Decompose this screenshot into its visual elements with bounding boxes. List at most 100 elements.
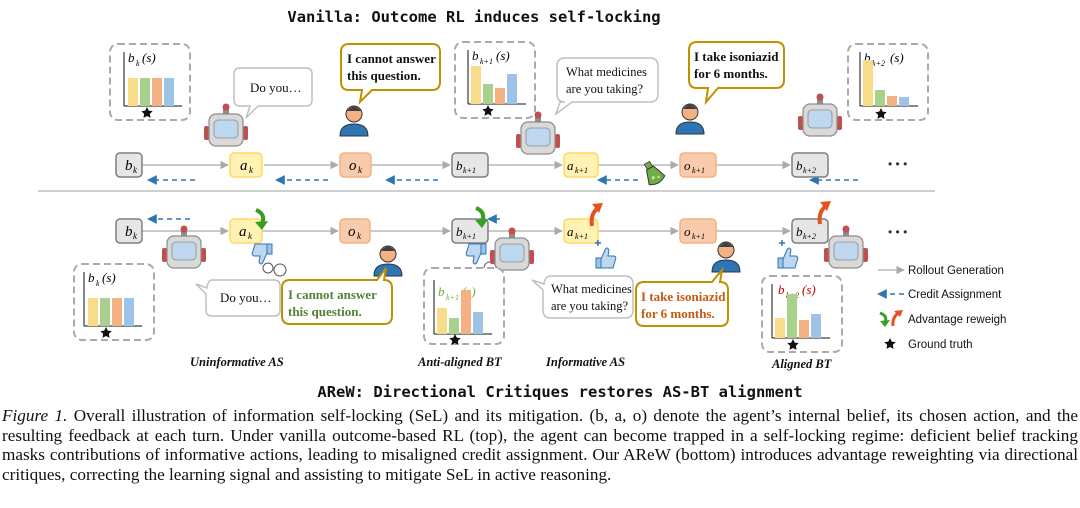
top-node-bk2: b k+2 xyxy=(791,152,829,178)
figure-caption: Figure 1. Overall illustration of inform… xyxy=(2,406,1078,484)
robot-icon-bottom-2 xyxy=(489,226,535,271)
svg-text:k+1: k+1 xyxy=(480,57,493,66)
svg-text:Advantage reweigh: Advantage reweigh xyxy=(908,314,1006,326)
svg-text:for 6 months.: for 6 months. xyxy=(641,306,715,321)
svg-text:(s): (s) xyxy=(102,270,116,285)
bottom-belief-bk1: b k+1 (s) xyxy=(423,267,505,345)
title-top: Vanilla: Outcome RL induces self-locking xyxy=(287,8,660,26)
svg-text:Ground truth: Ground truth xyxy=(908,339,973,351)
adv-up-arrow-ak1 xyxy=(589,203,603,227)
svg-text:k: k xyxy=(133,165,138,175)
svg-text:b: b xyxy=(125,224,133,240)
svg-text:I cannot answer: I cannot answer xyxy=(288,287,377,302)
thumbs-down-icon-1 xyxy=(251,243,273,265)
svg-text:b: b xyxy=(456,224,463,239)
svg-text:k: k xyxy=(358,165,363,175)
legend-credit: Credit Assignment xyxy=(877,289,1002,301)
bottom-node-ak: a k xyxy=(229,218,263,244)
legend-rollout: Rollout Generation xyxy=(878,265,1004,277)
thumbs-up-icon-1 xyxy=(595,247,617,269)
bottom-bubble-do-you: Do you… xyxy=(195,279,281,317)
label-aligned-bt: Aligned BT xyxy=(771,357,833,371)
svg-text:(s): (s) xyxy=(890,50,904,65)
robot-icon-bottom-1 xyxy=(161,224,207,269)
bottom-node-ok1: o k+1 xyxy=(679,218,717,244)
svg-text:What medicines: What medicines xyxy=(566,65,647,79)
label-informative-as: Informative AS xyxy=(545,355,625,369)
bottom-ellipsis: • • • xyxy=(888,225,907,239)
user-icon-bottom-2 xyxy=(711,241,741,273)
bottom-bubble-cannot: I cannot answer this question. xyxy=(281,267,393,325)
svg-text:k+1: k+1 xyxy=(692,166,705,175)
top-bubble-cannot: I cannot answer this question. xyxy=(340,43,441,105)
svg-text:b: b xyxy=(456,158,463,173)
label-anti-aligned-bt: Anti-aligned BT xyxy=(417,355,503,369)
top-belief-bk2: b k+2 (s) xyxy=(847,43,929,121)
robot-icon-top-3 xyxy=(797,92,843,137)
svg-text:are you taking?: are you taking? xyxy=(566,82,644,96)
svg-text:(s): (s) xyxy=(802,282,816,297)
svg-text:b: b xyxy=(778,282,785,297)
svg-text:a: a xyxy=(567,158,574,173)
svg-text:a: a xyxy=(240,158,248,174)
svg-text:k+1: k+1 xyxy=(446,293,459,302)
user-icon-bottom-1 xyxy=(373,245,403,277)
caption-figure-label: Figure 1. xyxy=(2,406,68,425)
sad-face-icon-1 xyxy=(262,262,287,277)
top-node-bk1: b k+1 xyxy=(451,152,489,178)
robot-icon-bottom-3 xyxy=(823,224,869,269)
legend-advantage: Advantage reweigh xyxy=(879,310,1006,327)
svg-text:k: k xyxy=(248,231,253,241)
svg-text:k: k xyxy=(357,231,362,241)
svg-text:Do you…: Do you… xyxy=(250,80,302,95)
svg-text:o: o xyxy=(348,224,356,240)
svg-text:this question.: this question. xyxy=(288,304,362,319)
svg-text:What medicines: What medicines xyxy=(551,282,632,296)
top-node-ak: a k xyxy=(229,152,263,178)
top-bubble-isoniazid: I take isoniazid for 6 months. xyxy=(688,41,785,106)
svg-text:are you taking?: are you taking? xyxy=(551,299,629,313)
top-node-bk: b k xyxy=(115,152,143,178)
sparkle-icon-1 xyxy=(595,240,601,246)
svg-text:b: b xyxy=(796,224,803,239)
sparkle-icon-2 xyxy=(779,240,785,246)
svg-text:a: a xyxy=(239,224,247,240)
svg-text:o: o xyxy=(349,158,357,174)
top-belief-bk: b k (s) xyxy=(109,43,191,121)
bottom-node-ak1: a k+1 xyxy=(563,218,599,244)
thumbs-down-icon-2 xyxy=(465,243,487,265)
svg-text:o: o xyxy=(684,158,691,173)
thumbs-up-icon-2 xyxy=(777,247,799,269)
svg-text:this question.: this question. xyxy=(347,68,421,83)
bottom-bubble-isoniazid: I take isoniazid for 6 months. xyxy=(635,266,729,327)
robot-icon-top-1 xyxy=(203,102,249,147)
potion-icon xyxy=(643,160,666,186)
svg-text:k+1: k+1 xyxy=(463,232,476,241)
svg-text:b: b xyxy=(438,284,445,299)
user-icon-top-2 xyxy=(675,103,705,135)
svg-text:k+2: k+2 xyxy=(872,59,885,68)
svg-text:k+2: k+2 xyxy=(803,166,816,175)
svg-text:b: b xyxy=(88,270,95,285)
svg-text:k+2: k+2 xyxy=(803,232,816,241)
svg-text:k+1: k+1 xyxy=(463,166,476,175)
top-bubble-do-you: Do you… xyxy=(233,67,313,119)
top-ellipsis: • • • xyxy=(888,157,907,171)
svg-text:Do you…: Do you… xyxy=(220,290,272,305)
bottom-belief-bk: b k (s) xyxy=(73,263,155,341)
svg-text:k: k xyxy=(136,59,140,68)
svg-text:(s): (s) xyxy=(142,50,156,65)
svg-text:k: k xyxy=(96,279,100,288)
legend: Rollout Generation Credit Assignment Adv… xyxy=(877,265,1006,351)
top-node-ok1: o k+1 xyxy=(679,152,717,178)
adv-down-arrow-bk1 xyxy=(475,206,488,228)
svg-text:Credit Assignment: Credit Assignment xyxy=(908,289,1002,301)
svg-text:k+1: k+1 xyxy=(575,166,588,175)
svg-text:I cannot answer: I cannot answer xyxy=(347,51,436,66)
svg-text:b: b xyxy=(472,48,479,63)
svg-text:I take isoniazid: I take isoniazid xyxy=(694,49,779,64)
svg-text:b: b xyxy=(796,158,803,173)
bottom-node-ok: o k xyxy=(339,218,371,244)
